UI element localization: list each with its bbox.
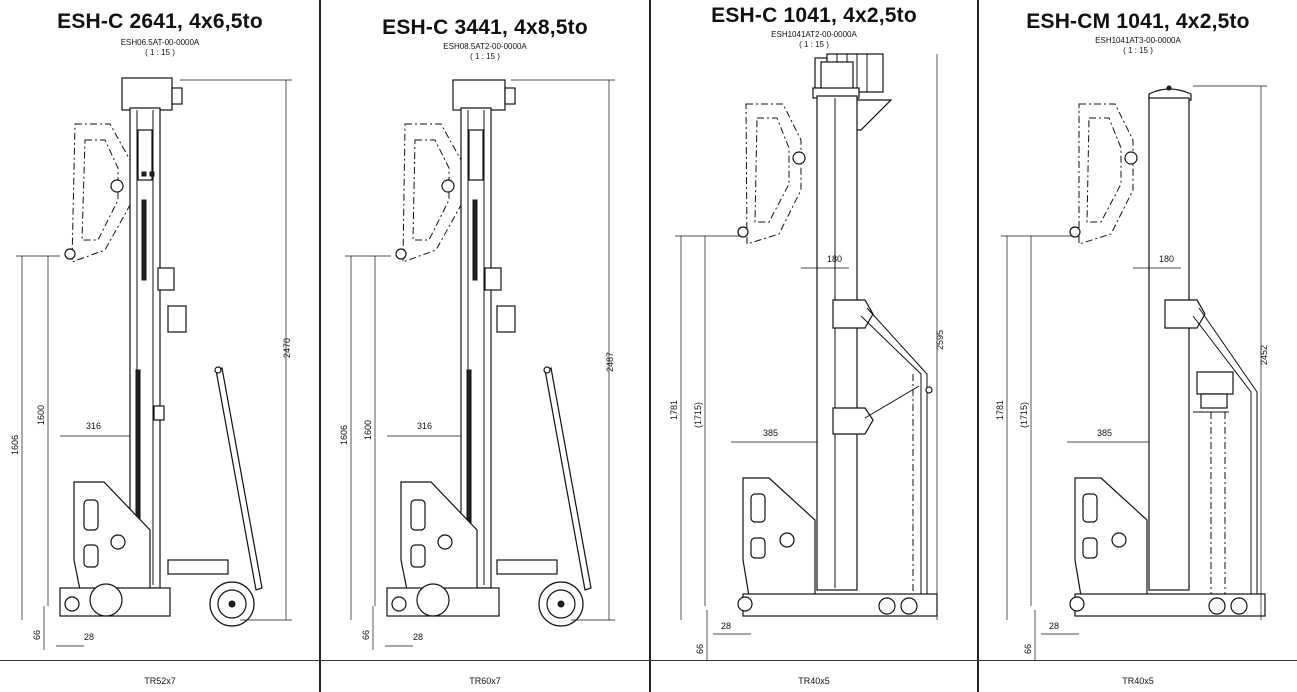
dim-height: 2595 [935, 330, 945, 350]
dim-base: 66 [695, 644, 705, 654]
dim-base: 66 [32, 630, 42, 640]
dim-small: 28 [413, 632, 423, 642]
dim-h1: 1781 [995, 400, 1005, 420]
dim-h2: (1715) [1019, 402, 1029, 428]
part-code: ESH1041AT3-00-0000A [1095, 36, 1181, 45]
panel-title: ESH-C 3441, 4x8,5to [382, 16, 588, 39]
part-code: ESH1041AT2-00-0000A [771, 30, 857, 39]
dim-h1: 1606 [339, 425, 349, 445]
dim-h2: (1715) [693, 402, 703, 428]
dim-small: 28 [1049, 621, 1059, 631]
dim-height: 2487 [605, 352, 615, 372]
dim-column: 180 [1159, 254, 1174, 264]
lifting-jack-drawing: 2452 180 1781 (1715) 385 66 28 [995, 85, 1269, 660]
dim-small: 28 [721, 621, 731, 631]
dim-width: 316 [417, 421, 432, 431]
lifting-jack-drawing: 2487 1606 1600 316 66 28 [339, 79, 615, 650]
dim-height: 2470 [282, 338, 292, 358]
part-code: ESH06.5AT-00-0000A [120, 38, 200, 47]
dim-h2: 1600 [363, 420, 373, 440]
lifting-jack-drawing: 2595 180 1781 (1715) 385 66 28 [669, 53, 945, 660]
panel-title: ESH-CM 1041, 4x2,5to [1026, 10, 1250, 33]
part-code: ESH08.5AT2-00-0000A [443, 42, 527, 51]
scale-label: ( 1 : 15 ) [799, 40, 829, 49]
dim-base: 66 [1023, 644, 1033, 654]
thread-spec: TR52x7 [144, 676, 176, 686]
dim-h2: 1600 [36, 405, 46, 425]
dim-height: 2452 [1259, 345, 1269, 365]
thread-spec: TR60x7 [469, 676, 501, 686]
panel-divider [977, 0, 979, 692]
panel-esh-c-2641: ESH-C 2641, 4x6,5to ESH06.5AT-00-0000A (… [0, 0, 320, 692]
panel-title: ESH-C 2641, 4x6,5to [57, 10, 263, 33]
dim-h1: 1781 [669, 400, 679, 420]
dim-width: 385 [763, 428, 778, 438]
thread-spec: TR40x5 [1122, 676, 1154, 686]
thread-spec: TR40x5 [798, 676, 830, 686]
dim-small: 28 [84, 632, 94, 642]
panel-esh-c-3441: ESH-C 3441, 4x8,5to ESH08.5AT2-00-0000A … [321, 0, 649, 692]
dim-width: 385 [1097, 428, 1112, 438]
scale-label: ( 1 : 15 ) [1123, 46, 1153, 55]
panel-title: ESH-C 1041, 4x2,5to [711, 4, 917, 27]
panel-divider [319, 0, 321, 692]
scale-label: ( 1 : 15 ) [145, 48, 175, 57]
footer-divider [0, 660, 1297, 661]
scale-label: ( 1 : 15 ) [470, 52, 500, 61]
dim-width: 316 [86, 421, 101, 431]
dim-h1: 1606 [10, 435, 20, 455]
dim-base: 66 [361, 630, 371, 640]
dim-column: 180 [827, 254, 842, 264]
panel-esh-c-1041: ESH-C 1041, 4x2,5to ESH1041AT2-00-0000A … [651, 0, 977, 692]
panel-divider [649, 0, 651, 692]
lifting-jack-drawing: 2470 1606 1600 316 66 28 [10, 77, 292, 650]
panel-esh-cm-1041: ESH-CM 1041, 4x2,5to ESH1041AT3-00-0000A… [979, 0, 1297, 692]
